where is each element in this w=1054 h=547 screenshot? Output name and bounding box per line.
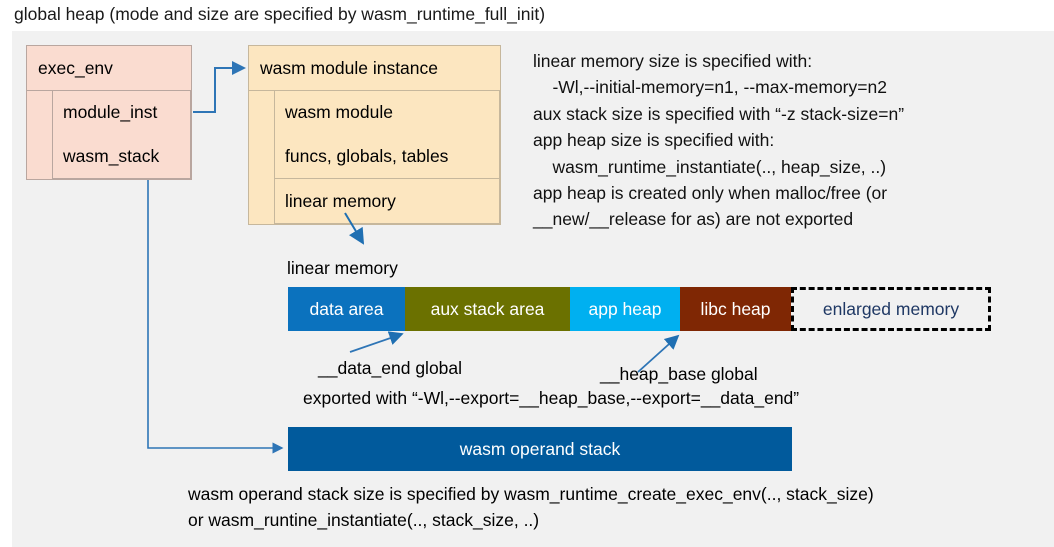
exec-env-field-module-inst: module_inst [52,90,191,135]
annotation-heap-base: __heap_base global [600,364,758,384]
linear-memory-notes: linear memory size is specified with: -W… [533,51,905,230]
memory-segment-aux-stack-area: aux stack area [405,287,570,331]
module-field-wasm-module: wasm module [274,90,500,135]
memory-segment-app-heap: app heap [570,287,680,331]
memory-segment-libc-heap: libc heap [680,287,791,331]
exec-env-title: exec_env [27,46,191,91]
linear-memory-label: linear memory [287,258,398,278]
module-field-linear-memory: linear memory [274,179,500,224]
exec-env-field-wasm-stack: wasm_stack [52,134,191,179]
wasm-operand-stack-box: wasm operand stack [288,427,792,471]
annotation-data-end: __data_end global [318,358,463,378]
page-title: global heap (mode and size are specified… [14,4,546,24]
operand-stack-notes: wasm operand stack size is specified by … [188,484,874,531]
memory-segment-data-area: data area [288,287,405,331]
annotation-exported-with: exported with “-Wl,--export=__heap_base,… [303,388,800,408]
module-field-funcs-globals-tables: funcs, globals, tables [274,134,500,179]
memory-segment-enlarged-memory: enlarged memory [791,287,991,331]
wasm-module-instance-title: wasm module instance [249,46,500,91]
